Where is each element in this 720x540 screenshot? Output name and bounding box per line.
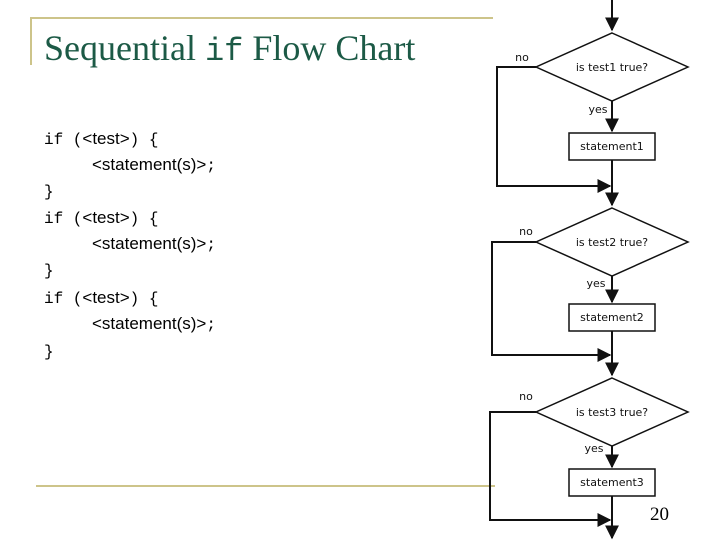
code-line-statement-1: <statement(s)>; [92,155,216,175]
decision-3-text: is test3 true? [576,406,648,419]
code-line-statement-3: <statement(s)>; [92,314,216,334]
slide-title: Sequential if Flow Chart [44,28,416,70]
no-path-3 [489,411,612,527]
yes-label-3: yes [584,442,603,455]
decision-1-text: is test1 true? [576,61,648,74]
code-line-close-3: } [44,343,54,361]
code-line-close-2: } [44,262,54,280]
statement-1-text: statement1 [580,140,644,153]
no-path-2 [491,241,612,362]
no-label-2: no [519,225,533,238]
code-line-if-1: if (<test>) { [44,129,159,149]
code-line-close-1: } [44,183,54,201]
slide-frame-bottom [36,485,495,487]
no-path-1 [496,66,612,193]
code-line-statement-2: <statement(s)>; [92,234,216,254]
page-number: 20 [650,504,669,525]
no-label-3: no [519,390,533,403]
title-frame-left [30,17,32,65]
statement-1-box [568,132,656,161]
no-label-1: no [515,51,529,64]
statement-2-box [568,303,656,332]
statement-2-text: statement2 [580,311,644,324]
title-code-keyword: if [204,33,244,70]
yes-label-2: yes [586,277,605,290]
decision-2-text: is test2 true? [576,236,648,249]
code-line-if-2: if (<test>) { [44,208,159,228]
statement-3-text: statement3 [580,476,644,489]
title-frame-top [30,17,493,19]
yes-label-1: yes [588,103,607,116]
code-line-if-3: if (<test>) { [44,288,159,308]
